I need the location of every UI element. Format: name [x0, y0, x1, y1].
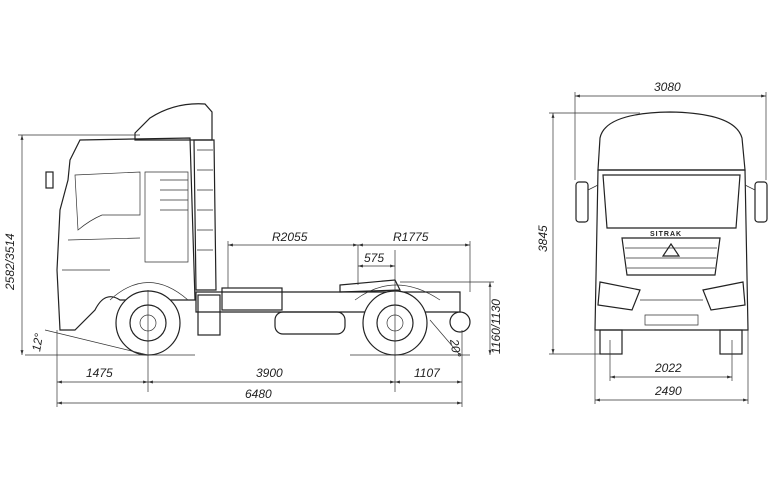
windshield: [602, 174, 741, 229]
right-headlight: [702, 281, 746, 311]
overall-width-label: 2490: [654, 384, 682, 398]
rear-fender: [354, 284, 441, 301]
door: [144, 171, 189, 263]
front-overall-height-label: 3845: [536, 225, 550, 252]
right-mirror: [754, 181, 768, 223]
front-overhang-label: 1475: [86, 366, 113, 380]
cab-front: [594, 169, 749, 331]
front-view-truck: SITRAK: [575, 111, 768, 355]
front-fender: [109, 282, 189, 301]
grille: [621, 237, 721, 276]
track-width-label: 2022: [654, 361, 682, 375]
roof-spoiler: [134, 103, 213, 141]
side-dimensions: 2582/3514 12° R2055 R1775 575 1160/1130 …: [3, 134, 503, 407]
front-left-wheel: [599, 329, 623, 355]
fifth-wheel-height-label: 1160/1130: [489, 299, 503, 354]
fifth-wheel: [339, 279, 401, 293]
overall-width-mirrors-label: 3080: [654, 80, 681, 94]
cab-lines: [62, 237, 141, 271]
side-view-truck: [25, 103, 471, 392]
rear-overhang-label: 1107: [414, 366, 441, 380]
front-radius-label: R2055: [272, 230, 308, 244]
cab-vents: [160, 179, 188, 211]
roof-spoiler-front: [597, 111, 746, 171]
brand-emblem: [661, 242, 681, 257]
brand-logo: SITRAK: [650, 231, 682, 238]
overall-length-label: 6480: [245, 387, 272, 401]
front-dimensions: 3080 3845 2022 2490: [536, 80, 767, 404]
air-intake: [193, 139, 217, 291]
fifth-wheel-offset-label: 575: [364, 251, 384, 265]
left-mirror: [575, 181, 589, 223]
fuel-tank: [274, 311, 346, 335]
air-tank: [197, 294, 221, 336]
left-headlight: [597, 281, 641, 311]
overall-height-label: 2582/3514: [3, 233, 17, 291]
wheelbase-label: 3900: [256, 366, 283, 380]
side-mirror: [45, 171, 54, 189]
tail-light: [449, 311, 471, 333]
bumper: [640, 299, 703, 326]
departure-angle-label: 20°: [447, 337, 464, 358]
side-window: [74, 171, 141, 231]
battery-box: [221, 287, 283, 311]
approach-angle-label: 12°: [29, 332, 46, 352]
front-right-wheel: [719, 329, 743, 355]
rear-radius-label: R1775: [393, 230, 429, 244]
